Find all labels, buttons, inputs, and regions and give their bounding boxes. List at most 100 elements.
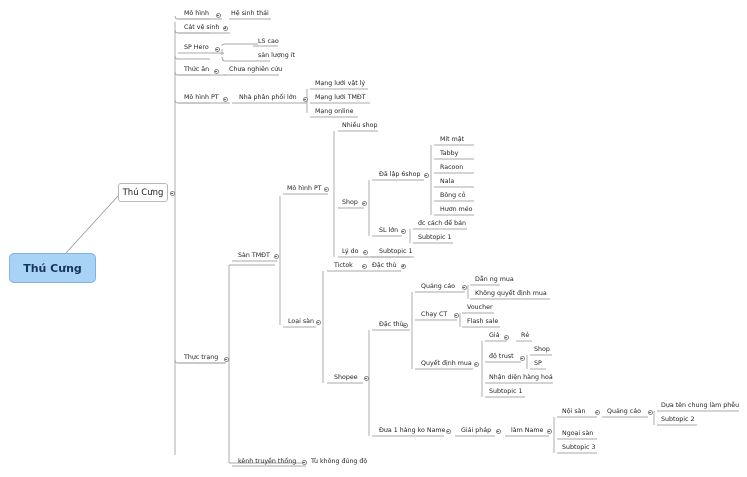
topic-nhieu-shop[interactable]: Nhiều shop [342, 122, 378, 129]
collapse-toggle-icon[interactable] [503, 334, 509, 340]
collapse-toggle-icon[interactable] [273, 253, 279, 259]
topic-giai-phap[interactable]: Giải pháp [461, 427, 492, 434]
topic-shop[interactable]: Shop [342, 199, 358, 206]
topic-mo-hinh-pt-2[interactable]: Mô hình PT [287, 185, 322, 192]
collapse-toggle-icon[interactable] [546, 428, 552, 434]
topic-san-tmdt[interactable]: Sàn TMĐT [238, 252, 270, 259]
topic-subtopic-3[interactable]: Subtopic 3 [562, 444, 596, 451]
topic-do-trust[interactable]: độ trust [489, 353, 514, 360]
branch-stub [174, 29, 210, 34]
topic-sp[interactable]: SP [534, 360, 542, 367]
collapse-toggle-icon[interactable] [222, 96, 228, 102]
topic-quyet-dinh-mua[interactable]: Quyết định mua [421, 360, 472, 367]
topic-nala[interactable]: Nala [440, 178, 455, 185]
topic-dac-thu-2[interactable]: Đặc thù [379, 321, 404, 328]
topic-ls-cao[interactable]: LS cao [258, 38, 279, 45]
expand-toggle-icon[interactable] [400, 263, 406, 269]
topic-tu-khong-dung-do[interactable]: Tù không đúng độ [311, 458, 368, 465]
topic-khong-quyet-dinh-mua[interactable]: Không quyết định mua [475, 290, 547, 297]
stub [221, 56, 270, 62]
collapse-toggle-icon[interactable] [647, 409, 653, 415]
main-topic[interactable]: Thú Cưng [118, 183, 168, 202]
collapse-toggle-icon[interactable] [301, 459, 307, 465]
topic-huon-meo[interactable]: Hươn méo [440, 206, 473, 213]
topic-san-luong-it[interactable]: sản lượng ít [258, 52, 295, 59]
topic-quang-cao-2[interactable]: Quảng cáo [607, 408, 641, 415]
topic-nhan-dien-hang-hoa[interactable]: Nhận diện hàng hoá [489, 374, 553, 381]
topic-kenh-truyen-thong[interactable]: kênh truyền thống [238, 458, 297, 465]
root-topic[interactable]: Thú Cưng [9, 253, 96, 283]
topic-subtopic-2[interactable]: Subtopic 2 [661, 416, 695, 423]
topic-noi-san[interactable]: Nội sàn [562, 408, 586, 415]
collapse-toggle-icon[interactable] [445, 428, 451, 434]
branch-stub [174, 359, 225, 364]
collapse-toggle-icon[interactable] [402, 322, 408, 328]
topic-mit-mat[interactable]: Mít mật [440, 136, 465, 143]
topic-voucher[interactable]: Voucher [467, 304, 493, 311]
topic-gia[interactable]: Giá [489, 332, 500, 339]
topic-dua-1-hang[interactable]: Đưa 1 hàng ko Name [379, 427, 446, 434]
topic-ly-do[interactable]: Lý do [342, 248, 359, 255]
topic-chay-ct[interactable]: Chạy CT [421, 311, 448, 318]
collapse-toggle-icon[interactable] [400, 228, 406, 234]
expand-toggle-icon[interactable] [222, 25, 228, 31]
topic-racoon[interactable]: Racoon [440, 164, 464, 171]
collapse-toggle-icon[interactable] [363, 375, 369, 381]
topic-bong-co[interactable]: Bông cỏ [440, 192, 466, 199]
topic-flash-sale[interactable]: Flash sale [467, 318, 499, 325]
collapse-toggle-icon[interactable] [315, 319, 321, 325]
collapse-toggle-icon[interactable] [423, 172, 429, 178]
branch-stub [174, 71, 210, 76]
topic-mang-luoi-tmdt[interactable]: Mạng lưới TMĐT [315, 94, 366, 101]
topic-dc-cach-de-ban[interactable]: đc cách để bán [418, 220, 466, 227]
topic-mo-hinh[interactable]: Mô hình [184, 10, 210, 17]
collapse-toggle-icon[interactable] [213, 68, 219, 74]
topic-he-sinh-thai[interactable]: Hệ sinh thái [231, 10, 269, 17]
collapse-toggle-icon[interactable] [495, 428, 501, 434]
topic-subtopic-1b[interactable]: Subtopic 1 [379, 248, 413, 255]
topic-dac-thu-1[interactable]: Đặc thù [372, 262, 397, 269]
collapse-toggle-icon[interactable] [169, 190, 175, 196]
topic-dua-ten-chung[interactable]: Dựa tên chung làm phễu [661, 402, 740, 409]
collapse-toggle-icon[interactable] [215, 12, 221, 18]
stub [221, 43, 258, 47]
collapse-toggle-icon[interactable] [473, 361, 479, 367]
topic-mo-hinh-pt[interactable]: Mô hình PT [184, 94, 219, 101]
topic-quang-cao-1[interactable]: Quảng cáo [421, 283, 455, 290]
topic-shop-2[interactable]: Shop [534, 346, 550, 353]
collapse-toggle-icon[interactable] [223, 356, 229, 362]
topic-dan-ng-mua[interactable]: Dẫn ng mua [475, 276, 514, 283]
topic-tictok[interactable]: Tictok [334, 262, 353, 269]
collapse-toggle-icon[interactable] [362, 249, 368, 255]
topic-shopee[interactable]: Shopee [334, 374, 358, 381]
collapse-toggle-icon[interactable] [519, 355, 525, 361]
topic-sl-lon[interactable]: SL lớn [379, 227, 399, 234]
topic-thuc-trang[interactable]: Thực trạng [184, 354, 219, 361]
topic-thuc-an[interactable]: Thức ăn [184, 66, 210, 73]
topic-ngoai-san[interactable]: Ngoại sàn [562, 430, 594, 437]
topic-loai-san[interactable]: Loại sàn [288, 318, 314, 325]
collapse-toggle-icon[interactable] [323, 186, 329, 192]
collapse-toggle-icon[interactable] [361, 263, 367, 269]
root-connector [65, 195, 119, 254]
topic-lam-name[interactable]: làm Name [511, 427, 544, 434]
collapse-toggle-icon[interactable] [214, 46, 220, 52]
topic-subtopic-1c[interactable]: Subtopic 1 [489, 388, 523, 395]
topic-subtopic-1a[interactable]: Subtopic 1 [418, 234, 452, 241]
topic-re[interactable]: Rẻ [521, 332, 530, 339]
topic-mang-online[interactable]: Mạng online [315, 108, 354, 115]
collapse-toggle-icon[interactable] [361, 200, 367, 206]
collapse-toggle-icon[interactable] [453, 312, 459, 318]
collapse-toggle-icon[interactable] [302, 96, 308, 102]
topic-sp-hero[interactable]: SP Hero [184, 44, 209, 51]
topic-da-lap-6shop[interactable]: Đã lập 6shop [379, 171, 421, 178]
topic-chua-nghien-cuu[interactable]: Chưa nghiên cứu [229, 66, 283, 73]
topic-tabby[interactable]: Tabby [440, 150, 459, 157]
collapse-toggle-icon[interactable] [461, 284, 467, 290]
topic-nha-phan-phoi-lon[interactable]: Nhà phân phối lớn [239, 94, 297, 101]
topic-mang-luoi-vat-ly[interactable]: Mạng lưới vật lý [315, 80, 366, 87]
collapse-toggle-icon[interactable] [594, 409, 600, 415]
topic-cat-ve-sinh[interactable]: Cát vệ sinh [184, 24, 220, 31]
